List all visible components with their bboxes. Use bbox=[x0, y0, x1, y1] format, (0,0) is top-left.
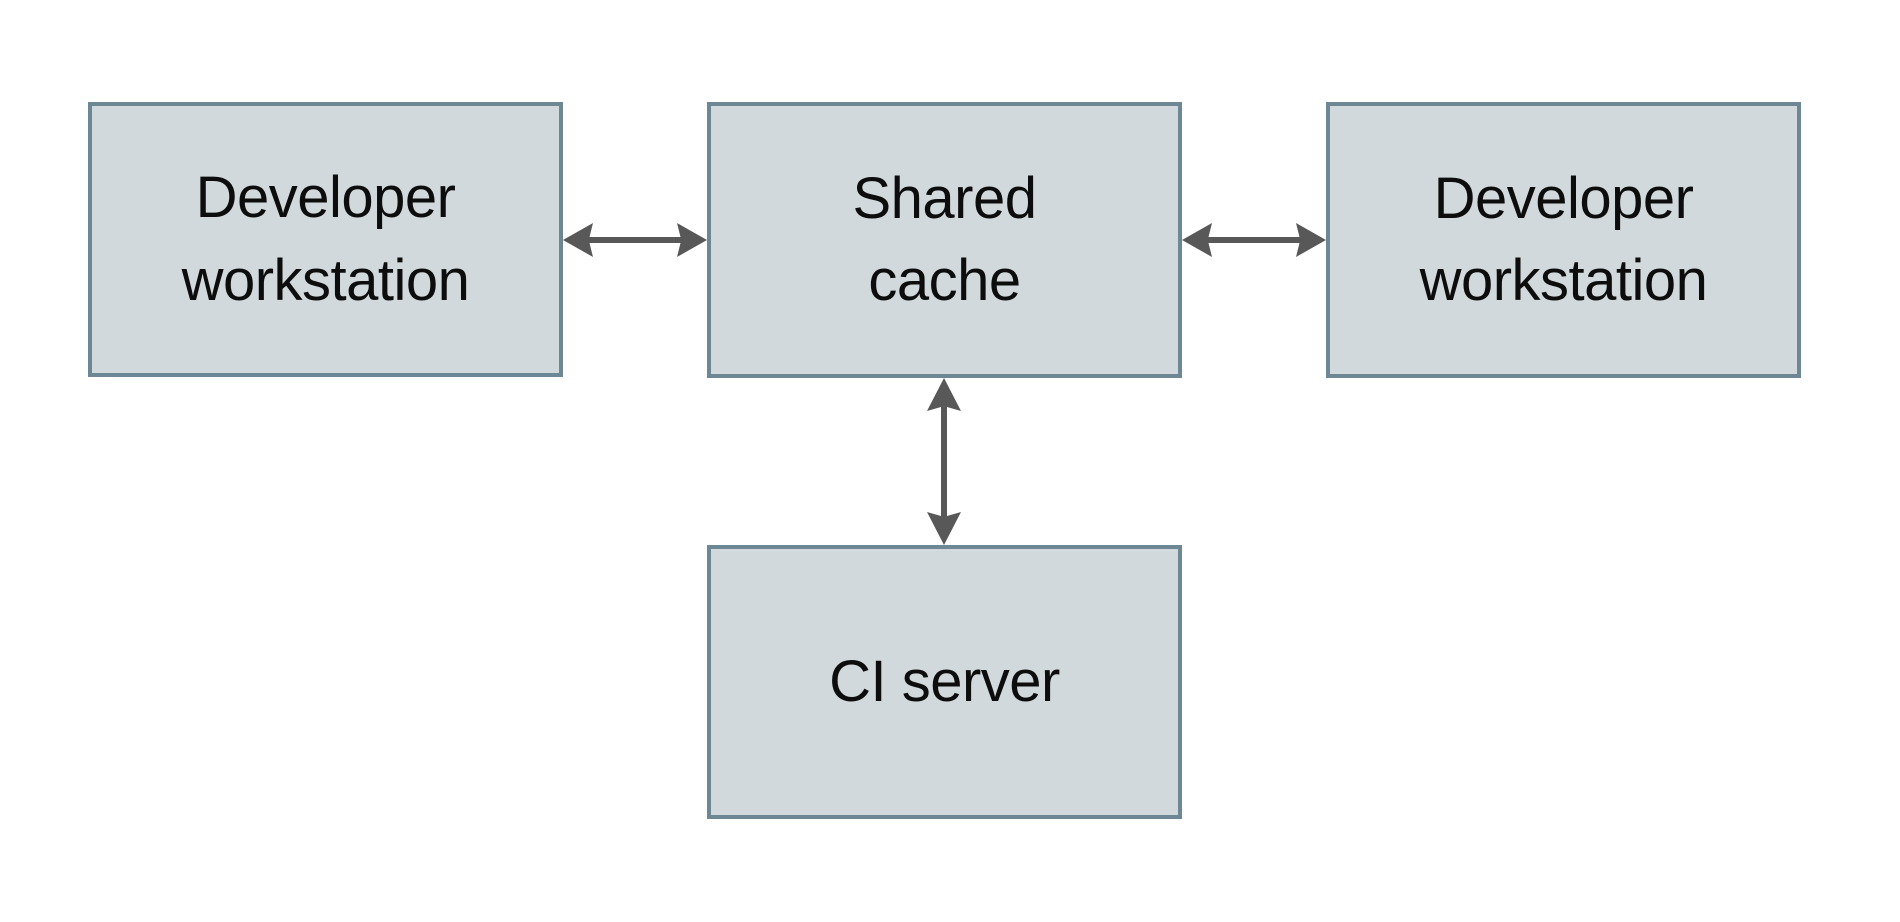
node-label: Shared cache bbox=[852, 165, 1037, 313]
node-label: Developer workstation bbox=[1419, 165, 1708, 313]
node-label: Developer workstation bbox=[181, 165, 470, 313]
node-label: CI server bbox=[829, 648, 1060, 714]
connector-shared-cache-to-ci-server bbox=[927, 378, 961, 545]
double-arrow-icon bbox=[1182, 223, 1326, 257]
connector-developer-workstation-left-to-shared-cache bbox=[563, 223, 707, 257]
node-developer-workstation-left[interactable]: Developer workstation bbox=[88, 102, 563, 377]
double-arrow-icon bbox=[563, 223, 707, 257]
node-developer-workstation-right[interactable]: Developer workstation bbox=[1326, 102, 1801, 378]
double-arrow-icon bbox=[927, 378, 961, 545]
node-shared-cache[interactable]: Shared cache bbox=[707, 102, 1182, 378]
connector-shared-cache-to-developer-workstation-right bbox=[1182, 223, 1326, 257]
node-ci-server[interactable]: CI server bbox=[707, 545, 1182, 819]
